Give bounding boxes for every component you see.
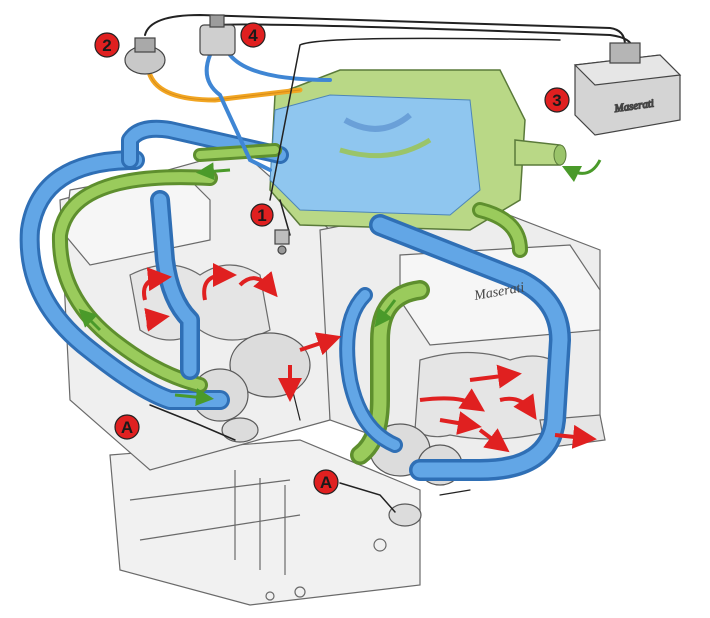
exhaust-manifold-right: [414, 351, 561, 440]
svg-text:4: 4: [248, 26, 258, 45]
control-unit-3: Maserati: [573, 42, 682, 136]
air-ducts: [19, 119, 571, 481]
solenoid-valve-4: [199, 14, 236, 56]
hot-gas-flow-arrows: [142, 263, 597, 453]
callout-1: 1: [250, 203, 274, 227]
svg-text:3: 3: [552, 91, 561, 110]
callout-3: 3: [544, 87, 570, 113]
bottom-details: [129, 470, 387, 601]
airflow-arrows: [78, 159, 602, 407]
pressure-sensor-2: [124, 37, 166, 75]
svg-text:2: 2: [102, 36, 111, 55]
svg-text:1: 1: [257, 206, 266, 225]
intake-plenum: [269, 69, 567, 231]
temperature-sensor-1: [274, 229, 290, 255]
callout-2: 2: [94, 32, 120, 58]
control-unit-brand: Maserati: [613, 98, 655, 116]
oil-sump: [109, 439, 421, 606]
callout-a-left: A: [114, 414, 140, 440]
vacuum-lines: [144, 13, 633, 513]
callout-4: 4: [240, 22, 266, 48]
callout-a-right: A: [313, 469, 339, 495]
svg-text:A: A: [320, 473, 332, 492]
svg-text:A: A: [121, 418, 133, 437]
